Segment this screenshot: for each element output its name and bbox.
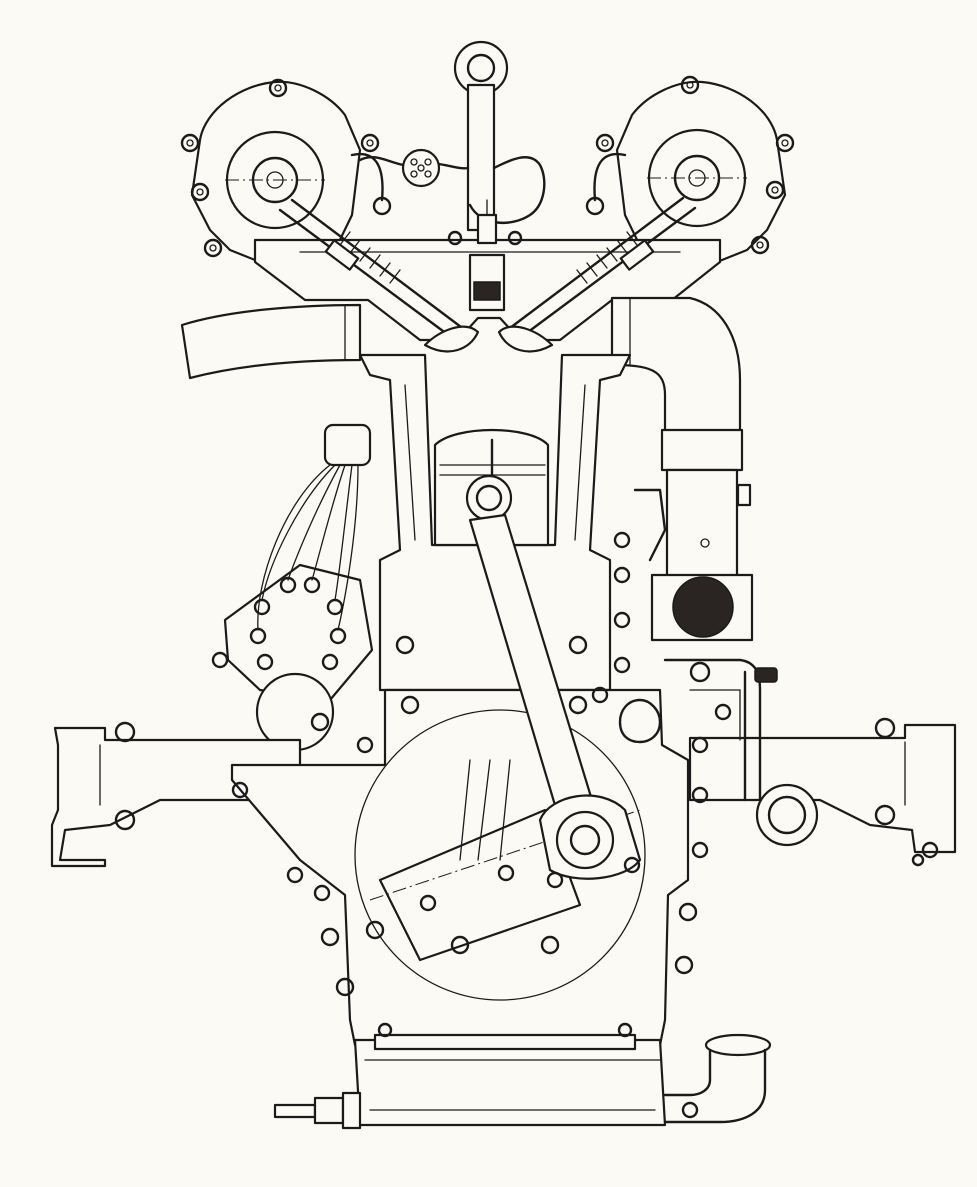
- intake-valve: [278, 198, 480, 353]
- drain-plug: [273, 1091, 699, 1130]
- exhaust-valve: [497, 196, 697, 353]
- throttle-linkage: [663, 658, 778, 802]
- oil-filler: [663, 1033, 772, 1124]
- left-mounting-arm: [50, 721, 302, 868]
- crankshaft: [369, 759, 641, 962]
- right-mounting-arm: [688, 717, 957, 859]
- left-cam-cover: [190, 80, 362, 264]
- sump: [353, 1033, 667, 1127]
- magneto: [223, 563, 374, 752]
- breather-pipe: [358, 40, 546, 232]
- piston: [433, 428, 550, 547]
- connecting-rod: [468, 513, 642, 889]
- exhaust-bend: [610, 296, 742, 437]
- oil-pipes: [350, 152, 627, 216]
- inlet-pipe: [180, 303, 362, 380]
- bolts: [180, 75, 925, 1038]
- right-cam-cover: [615, 80, 787, 264]
- carburettor: [613, 428, 754, 674]
- ignition-leads: [257, 423, 372, 631]
- cylinder-head: [253, 199, 722, 342]
